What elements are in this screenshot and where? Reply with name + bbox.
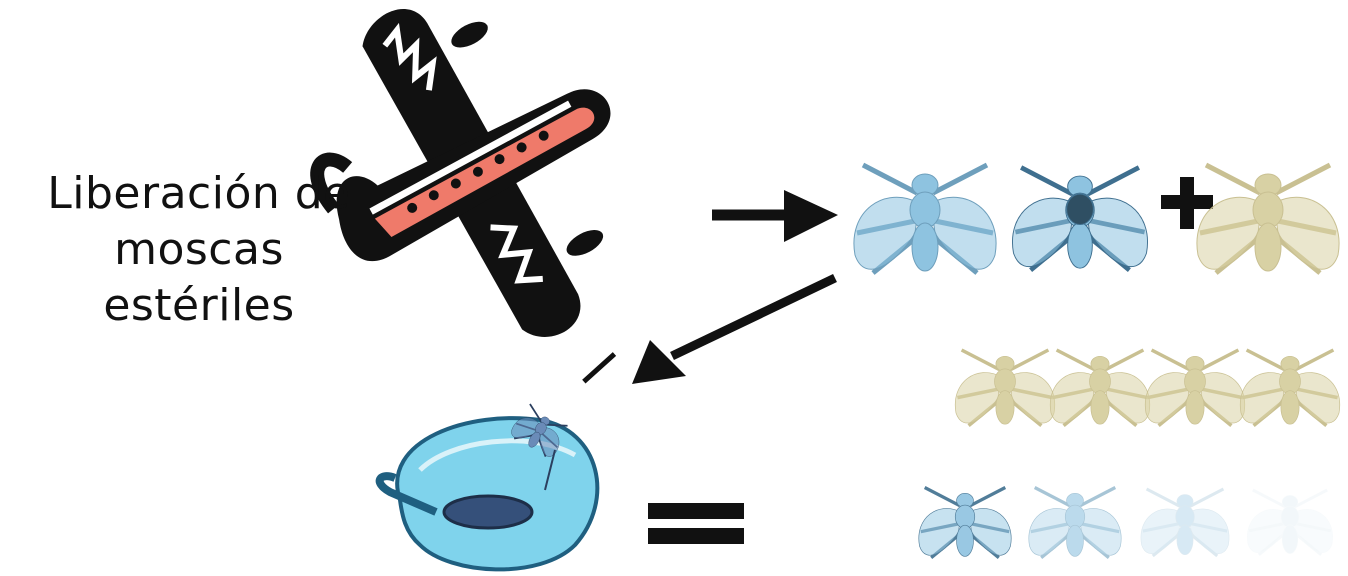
fly-icon <box>919 488 1011 558</box>
fly-icon <box>1141 489 1229 556</box>
equals-sign-icon <box>648 503 744 544</box>
fly-icon <box>1012 168 1147 271</box>
fly-icon <box>1240 350 1340 426</box>
fly-icon <box>1247 490 1332 555</box>
arrow-down-left-icon <box>632 278 835 384</box>
release-caption: Liberación de moscas estériles <box>14 166 384 334</box>
fruit-with-fly-icon <box>380 402 598 569</box>
fly-icon <box>955 350 1055 426</box>
fly-icon <box>854 165 996 273</box>
fly-icon <box>1050 350 1150 426</box>
fly-icon <box>1145 350 1245 426</box>
caption-line-2: moscas estériles <box>14 222 384 334</box>
caption-line-1: Liberación de <box>14 166 384 222</box>
arrow-right-icon <box>712 190 838 242</box>
fly-icon <box>1197 165 1339 273</box>
fly-icon <box>1029 488 1121 558</box>
